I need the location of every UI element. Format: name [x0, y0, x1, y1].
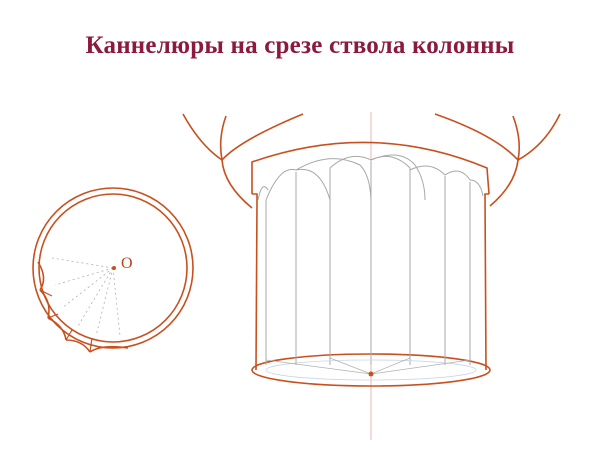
center-label: O [121, 255, 133, 272]
column-drawing [182, 112, 561, 440]
cross-section [32, 187, 194, 353]
center-point [112, 266, 116, 270]
page-title: Каннелюры на срезе ствола колонны [85, 32, 515, 59]
radial-guides [51, 257, 121, 337]
